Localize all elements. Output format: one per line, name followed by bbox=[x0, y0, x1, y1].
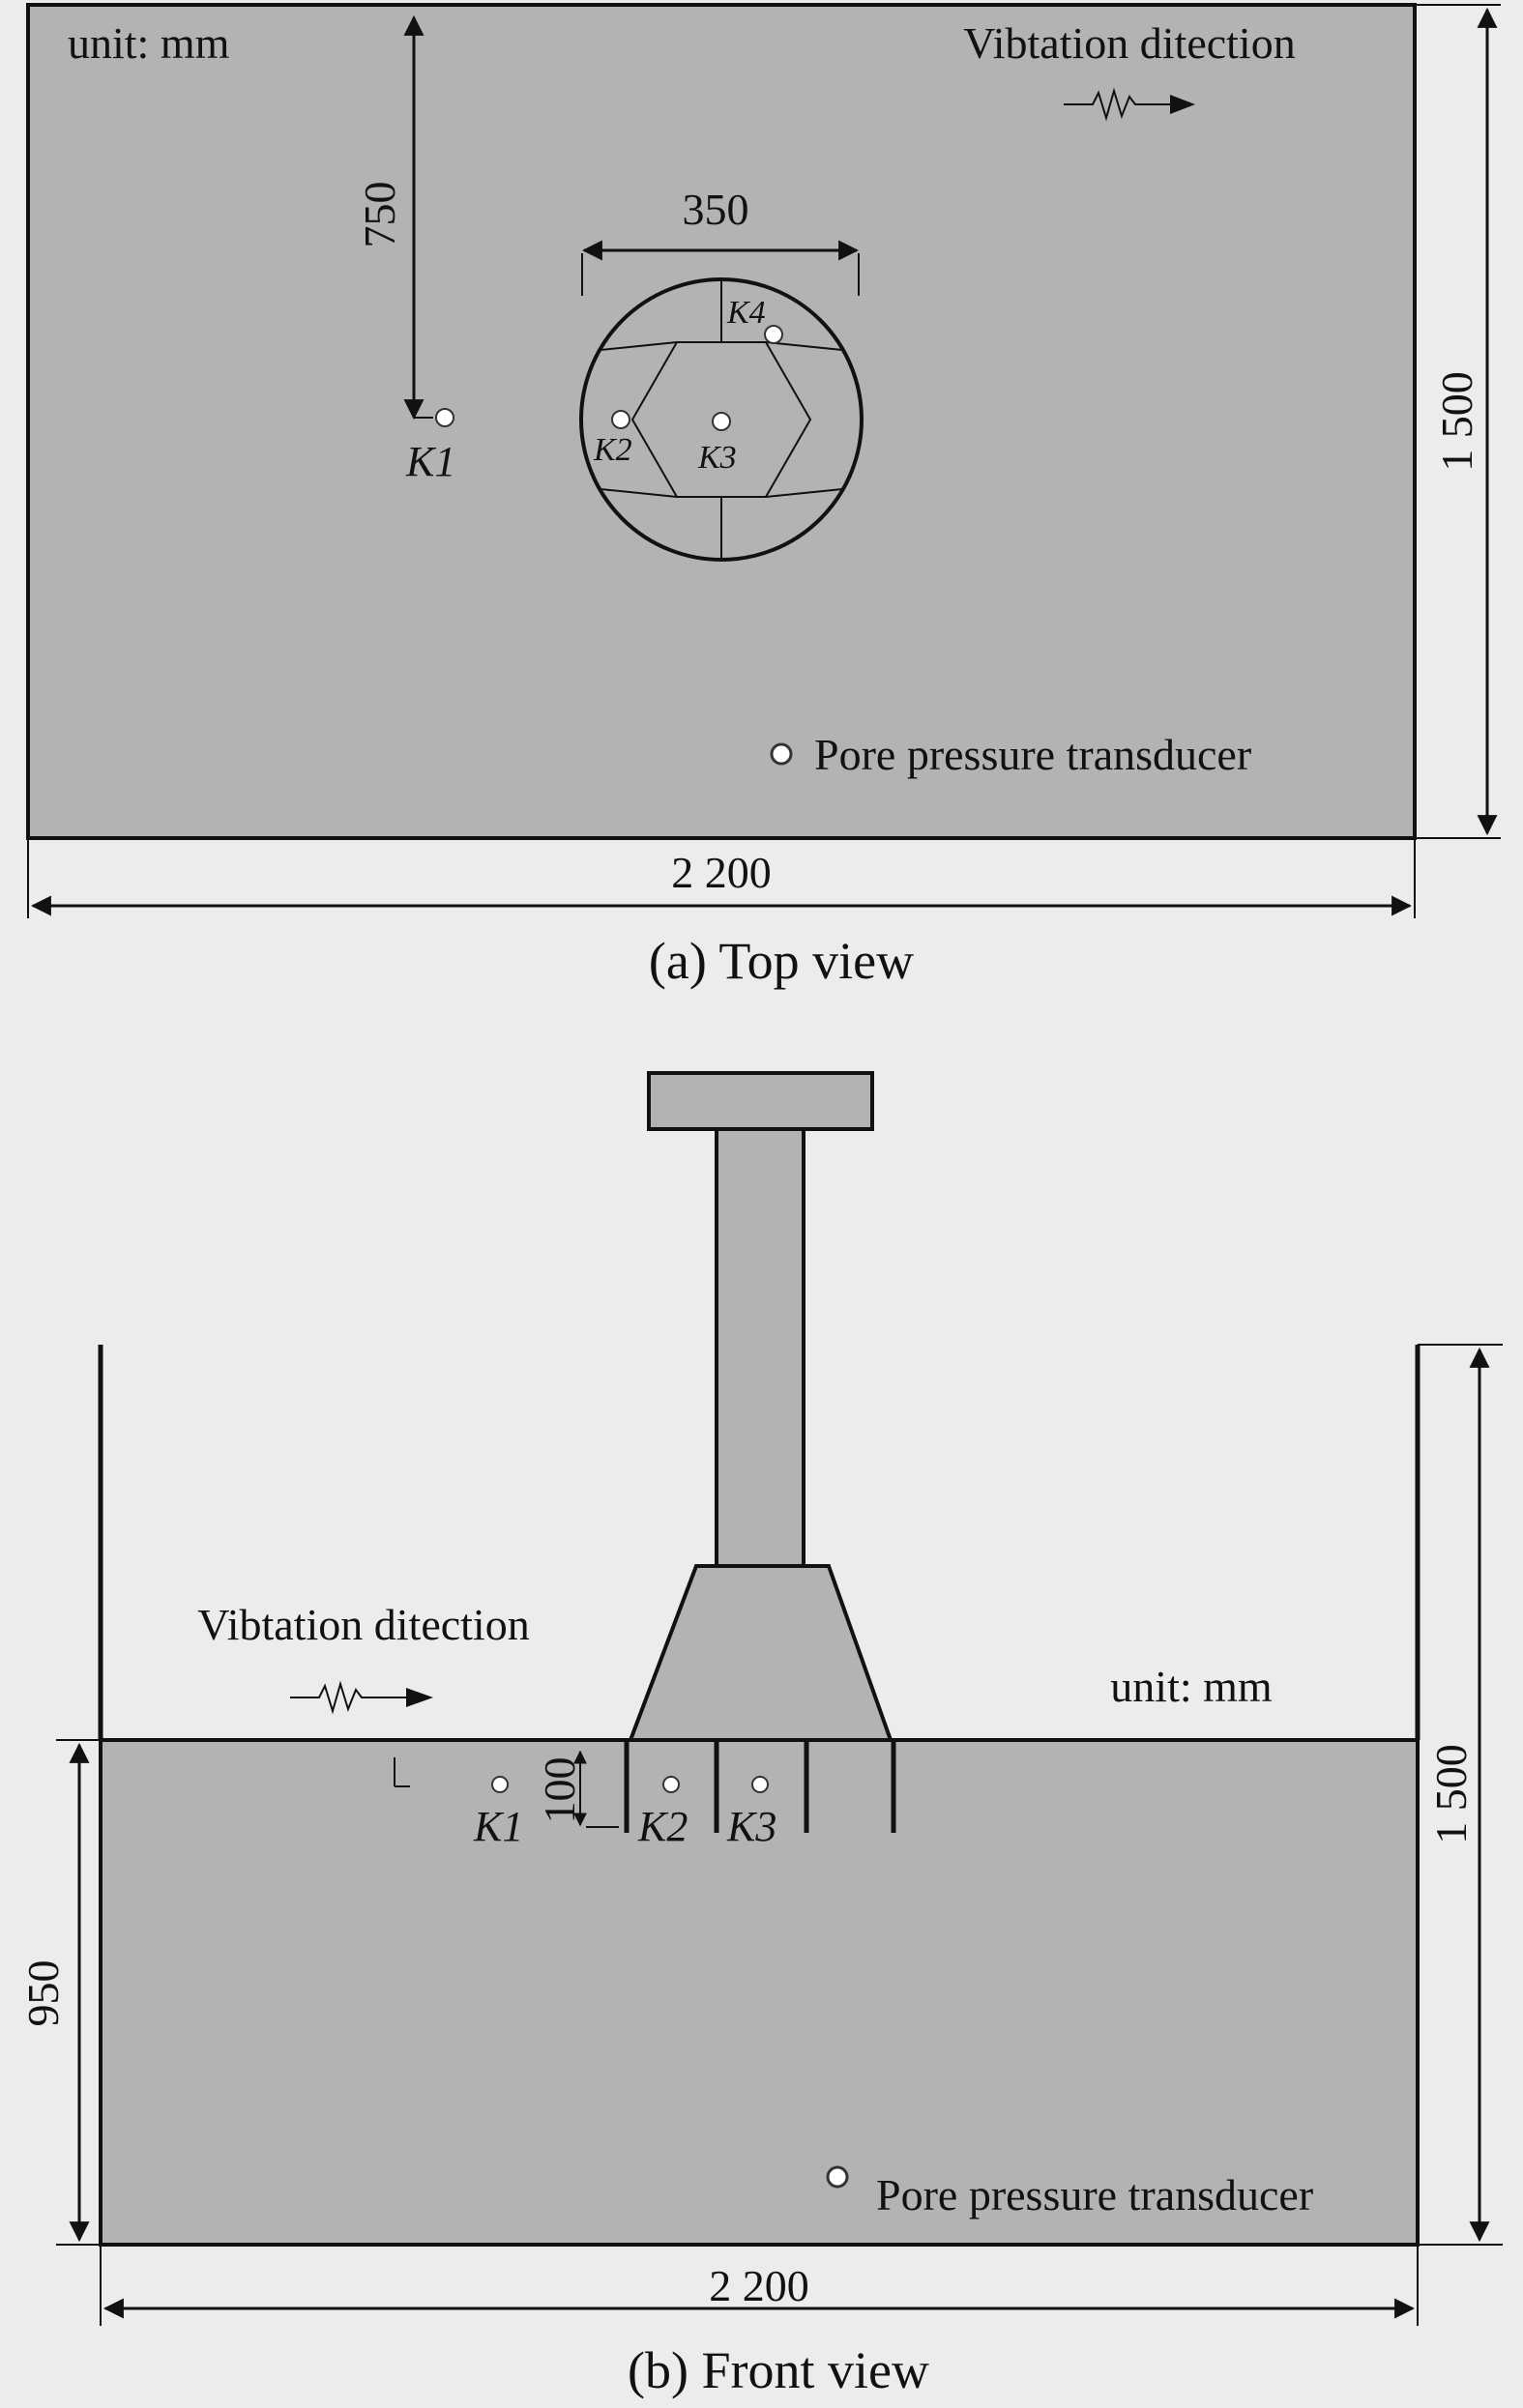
front-sensor-k3-marker bbox=[751, 1776, 769, 1793]
front-sensor-depth-dim: 100 bbox=[535, 1757, 584, 1824]
front-sensor-k2-label: K2 bbox=[637, 1803, 688, 1850]
top-sensor-k2-marker bbox=[611, 410, 630, 429]
front-pile-cap bbox=[628, 1564, 893, 1742]
front-width-dim: 2 200 bbox=[709, 2261, 809, 2310]
front-soil-box bbox=[99, 1738, 1420, 2247]
front-view: Vibtation ditection unit: mm 100 K1 K2 K… bbox=[18, 1071, 1503, 2399]
top-width-dim: 2 200 bbox=[671, 848, 772, 897]
top-view-caption: (a) Top view bbox=[649, 932, 914, 990]
top-sensor-k3-label: K3 bbox=[697, 440, 737, 476]
front-legend-transducer-icon bbox=[826, 2165, 849, 2189]
top-sensor-k3-marker bbox=[712, 412, 731, 431]
front-unit-label: unit: mm bbox=[1110, 1662, 1273, 1711]
top-sensor-k1-label: K1 bbox=[405, 438, 455, 485]
front-view-caption: (b) Front view bbox=[628, 2341, 929, 2399]
top-view: unit: mm Vibtation ditection 750 350 K bbox=[26, 3, 1501, 990]
front-loading-plate bbox=[647, 1071, 874, 1131]
front-sensor-k1-marker bbox=[491, 1776, 509, 1793]
top-vibration-label: Vibtation ditection bbox=[963, 18, 1295, 68]
top-vibration-arrow-icon bbox=[1064, 87, 1195, 122]
front-vibration-arrow-icon bbox=[290, 1680, 433, 1715]
top-k1-offset-dim: 750 bbox=[355, 182, 404, 248]
top-sensor-k4-marker bbox=[764, 325, 783, 344]
top-sensor-k4-label: K4 bbox=[726, 295, 766, 331]
top-height-dim: 1 500 bbox=[1432, 371, 1481, 472]
front-height-dim: 1 500 bbox=[1426, 1744, 1476, 1844]
front-sensor-k3-label: K3 bbox=[726, 1803, 776, 1850]
front-sensor-k1-label: K1 bbox=[473, 1803, 523, 1850]
top-legend-label: Pore pressure transducer bbox=[814, 730, 1251, 779]
front-legend-label: Pore pressure transducer bbox=[876, 2170, 1313, 2219]
front-vibration-label: Vibtation ditection bbox=[197, 1600, 529, 1649]
top-unit-label: unit: mm bbox=[68, 18, 230, 68]
front-column bbox=[715, 1127, 805, 1568]
top-sensor-k1-marker bbox=[435, 408, 454, 427]
top-legend-transducer-icon bbox=[770, 742, 793, 766]
top-pile-diameter-dim: 350 bbox=[683, 185, 749, 234]
top-sensor-k2-label: K2 bbox=[593, 432, 632, 468]
front-sensor-k2-marker bbox=[662, 1776, 680, 1793]
front-soil-depth-dim: 950 bbox=[18, 1960, 68, 2027]
front-piles bbox=[624, 1740, 896, 1833]
